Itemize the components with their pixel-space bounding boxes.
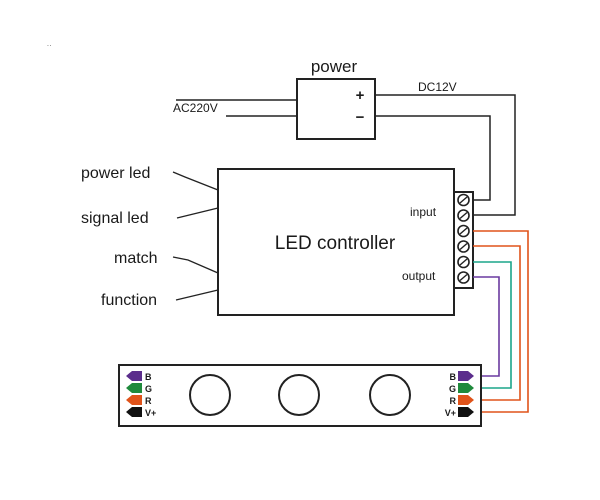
match-leader: [172, 256, 219, 274]
strip-pin-label-right: V+: [445, 408, 456, 418]
signal-led-label: signal led: [81, 210, 149, 227]
strip-pin-label-left: G: [145, 384, 152, 394]
power-supply-box: [296, 78, 376, 140]
strip-pin-right-vplus: [458, 407, 474, 417]
terminal-screws: [457, 193, 470, 284]
power-led-leader: [172, 171, 219, 191]
r-wire: [473, 245, 521, 401]
controller-output-label: output: [402, 269, 436, 283]
dc-output-label: DC12V: [418, 80, 457, 94]
led-circle: [189, 374, 231, 416]
b-wire: [473, 276, 500, 377]
led-circle: [278, 374, 320, 416]
ac-input-label: AC220V: [173, 101, 218, 115]
led-strip-left-pins: BGR V+: [126, 371, 156, 418]
terminal-screw: [457, 224, 470, 238]
strip-pin-right-b: [458, 371, 474, 381]
vplus-wire: [473, 230, 529, 413]
terminal-screw: [457, 209, 470, 222]
terminal-screw: [457, 193, 470, 207]
signal-led-leader: [176, 207, 219, 219]
controller-input-label: input: [410, 205, 437, 219]
output-wires: [473, 230, 529, 413]
led-circle: [369, 374, 411, 416]
strip-pin-label-right: B: [450, 372, 457, 382]
terminal-screw: [457, 271, 470, 284]
led-strip-leds: [189, 374, 411, 416]
terminal-screw: [457, 255, 470, 269]
controller-title: LED controller: [275, 233, 396, 254]
strip-pin-left-vplus: [126, 407, 142, 417]
strip-pin-label-left: V+: [145, 408, 156, 418]
strip-pin-label-left: R: [145, 396, 152, 406]
dc-plus-wire: [375, 94, 516, 216]
strip-pin-left-g: [126, 383, 142, 393]
dc-minus-wire: [375, 115, 491, 201]
led-strip-right-pins: BGR V+: [445, 371, 474, 418]
corner-marks: ˙˙: [47, 44, 52, 53]
terminal-screw: [457, 240, 470, 253]
match-label: match: [114, 250, 158, 267]
strip-pin-left-r: [126, 395, 142, 405]
power-plus-sign: +: [356, 87, 365, 104]
g-wire: [473, 261, 512, 389]
power-supply-title: power: [311, 57, 358, 76]
power-minus-sign: −: [356, 109, 365, 126]
strip-pin-right-g: [458, 383, 474, 393]
controller-box: [217, 168, 455, 316]
strip-pin-left-b: [126, 371, 142, 381]
strip-pin-label-right: R: [450, 396, 457, 406]
function-leader: [175, 289, 219, 301]
power-led-label: power led: [81, 165, 150, 182]
strip-pin-label-left: B: [145, 372, 152, 382]
strip-pin-label-right: G: [449, 384, 456, 394]
function-label: function: [101, 292, 157, 309]
strip-pin-right-r: [458, 395, 474, 405]
